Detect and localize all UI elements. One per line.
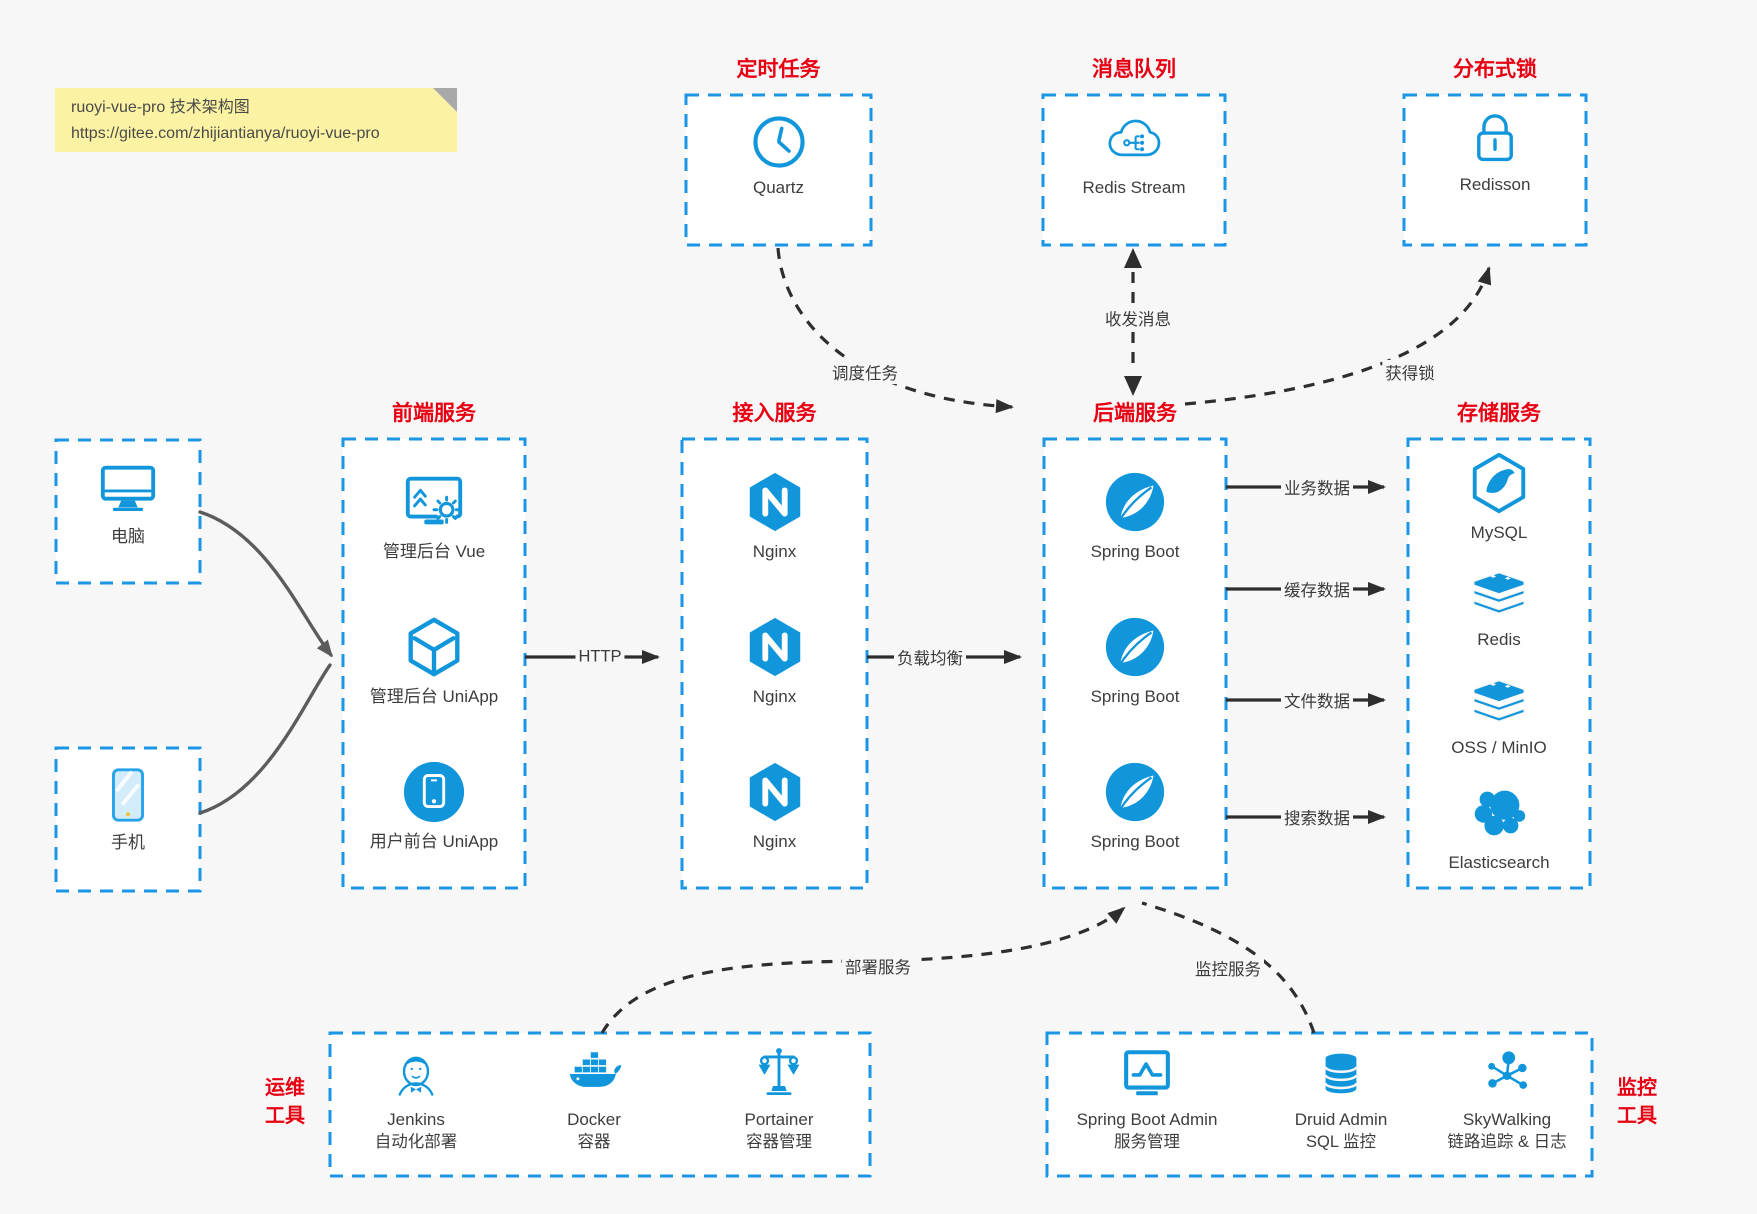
- node-redisson: Redisson: [1404, 110, 1586, 196]
- node-springboot-admin: Spring Boot Admin 服务管理: [1047, 1045, 1247, 1153]
- message-arrowhead-up: [1124, 248, 1142, 268]
- desktop-icon: [100, 465, 156, 511]
- edge-label-file-data: 文件数据: [1281, 688, 1353, 712]
- node-oss-minio: OSS / MinIO: [1408, 665, 1590, 759]
- title-scheduled: 定时任务: [736, 58, 821, 81]
- title-ops: 运维 工具: [265, 1077, 305, 1127]
- edge-label-http: HTTP: [575, 647, 625, 667]
- title-gateway: 接入服务: [732, 402, 817, 425]
- title-backend: 后端服务: [1093, 402, 1177, 425]
- cube-icon: [408, 617, 460, 677]
- druid-admin-icon: [1324, 1053, 1358, 1094]
- node-admin-uniapp: 管理后台 UniApp: [343, 614, 525, 708]
- node-skywalking: SkyWalking 链路追踪 & 日志: [1407, 1045, 1607, 1153]
- portainer-icon: [758, 1048, 800, 1095]
- node-pc: 电脑: [56, 458, 200, 548]
- nginx-icon: [749, 617, 800, 677]
- edge-label-search-data: 搜索数据: [1281, 805, 1353, 829]
- note-url: https://gitee.com/zhijiantianya/ruoyi-vu…: [71, 125, 380, 143]
- clock-icon: [752, 116, 805, 168]
- node-phone: 手机: [56, 764, 200, 854]
- title-monitoring: 监控 工具: [1617, 1077, 1657, 1127]
- node-user-uniapp: 用户前台 UniApp: [343, 759, 525, 853]
- node-springboot-1: Spring Boot: [1044, 469, 1226, 563]
- spring-boot-icon: [1105, 617, 1165, 677]
- acquire-lock-arrow: [1184, 266, 1492, 406]
- edge-label-load-balance: 负载均衡: [894, 645, 966, 669]
- node-redis: Redis: [1408, 557, 1590, 651]
- node-quartz: Quartz: [686, 113, 871, 199]
- node-druid-admin: Druid Admin SQL 监控: [1241, 1045, 1441, 1153]
- node-springboot-3: Spring Boot: [1044, 759, 1226, 853]
- monitor-arrow: [1141, 901, 1316, 1034]
- redis-icon: [1473, 571, 1525, 615]
- skywalking-icon: [1488, 1051, 1528, 1089]
- node-docker: Docker 容器: [514, 1045, 674, 1153]
- gateway-items: Nginx Nginx Nginx: [682, 439, 867, 888]
- note-fold-corner: [433, 88, 457, 112]
- node-portainer: Portainer 容器管理: [699, 1045, 859, 1153]
- phone-to-frontend-arrow: [198, 663, 332, 815]
- message-arrowhead-down: [1124, 376, 1142, 396]
- mobile-app-icon: [403, 761, 465, 823]
- admin-vue-icon: [405, 476, 463, 525]
- cloud-stream-icon: [1108, 119, 1161, 157]
- spring-boot-icon: [1105, 762, 1165, 822]
- ops-items: Jenkins 自动化部署 Docker 容器: [330, 1033, 870, 1176]
- edge-label-monitor: 监控服务: [1192, 956, 1264, 980]
- node-springboot-2: Spring Boot: [1044, 614, 1226, 708]
- frontend-items: 管理后台 Vue 管理后台 UniApp 用户前台 UniApp: [343, 439, 525, 888]
- sticky-note: ruoyi-vue-pro 技术架构图 https://gitee.com/zh…: [55, 88, 457, 152]
- edge-label-message: 收发消息: [1102, 306, 1174, 330]
- title-mq: 消息队列: [1092, 58, 1176, 81]
- phone-icon: [112, 768, 144, 822]
- title-lock: 分布式锁: [1453, 58, 1537, 81]
- node-redis-stream: Redis Stream: [1043, 113, 1225, 199]
- docker-icon: [569, 1052, 622, 1087]
- nginx-icon: [749, 762, 800, 822]
- edge-label-business-data: 业务数据: [1281, 475, 1353, 499]
- monitoring-items: Spring Boot Admin 服务管理 Druid Admin SQL 监…: [1047, 1033, 1592, 1176]
- node-elasticsearch: Elasticsearch: [1408, 780, 1590, 874]
- node-nginx-2: Nginx: [682, 614, 867, 708]
- jenkins-icon: [398, 1056, 434, 1096]
- title-storage: 存储服务: [1457, 402, 1541, 425]
- lock-icon: [1477, 114, 1513, 162]
- node-nginx-3: Nginx: [682, 759, 867, 853]
- edge-label-cache-data: 缓存数据: [1281, 577, 1353, 601]
- note-title: ruoyi-vue-pro 技术架构图: [71, 99, 250, 116]
- backend-items: Spring Boot Spring Boot Spring Boot: [1044, 439, 1226, 888]
- spring-boot-admin-icon: [1124, 1050, 1170, 1096]
- spring-boot-icon: [1105, 472, 1165, 532]
- node-mysql: MySQL: [1408, 450, 1590, 544]
- edge-label-deploy: 部署服务: [842, 954, 914, 978]
- pc-to-frontend-arrow: [198, 510, 333, 658]
- edge-label-lock: 获得锁: [1382, 360, 1438, 384]
- schedule-task-arrow: [776, 247, 1014, 414]
- pc-box: [54, 438, 202, 585]
- monitoring-box: [1045, 1031, 1594, 1178]
- node-jenkins: Jenkins 自动化部署: [336, 1045, 496, 1153]
- nginx-icon: [749, 472, 800, 532]
- oss-minio-icon: [1473, 679, 1525, 723]
- title-frontend: 前端服务: [392, 402, 476, 425]
- elasticsearch-icon: [1474, 790, 1526, 836]
- node-nginx-1: Nginx: [682, 469, 867, 563]
- lock-box: [1402, 93, 1588, 247]
- mysql-icon: [1472, 452, 1526, 514]
- storage-items: MySQL Redis OSS / Mi: [1408, 439, 1590, 888]
- edge-label-schedule: 调度任务: [829, 360, 901, 384]
- node-admin-vue: 管理后台 Vue: [343, 469, 525, 563]
